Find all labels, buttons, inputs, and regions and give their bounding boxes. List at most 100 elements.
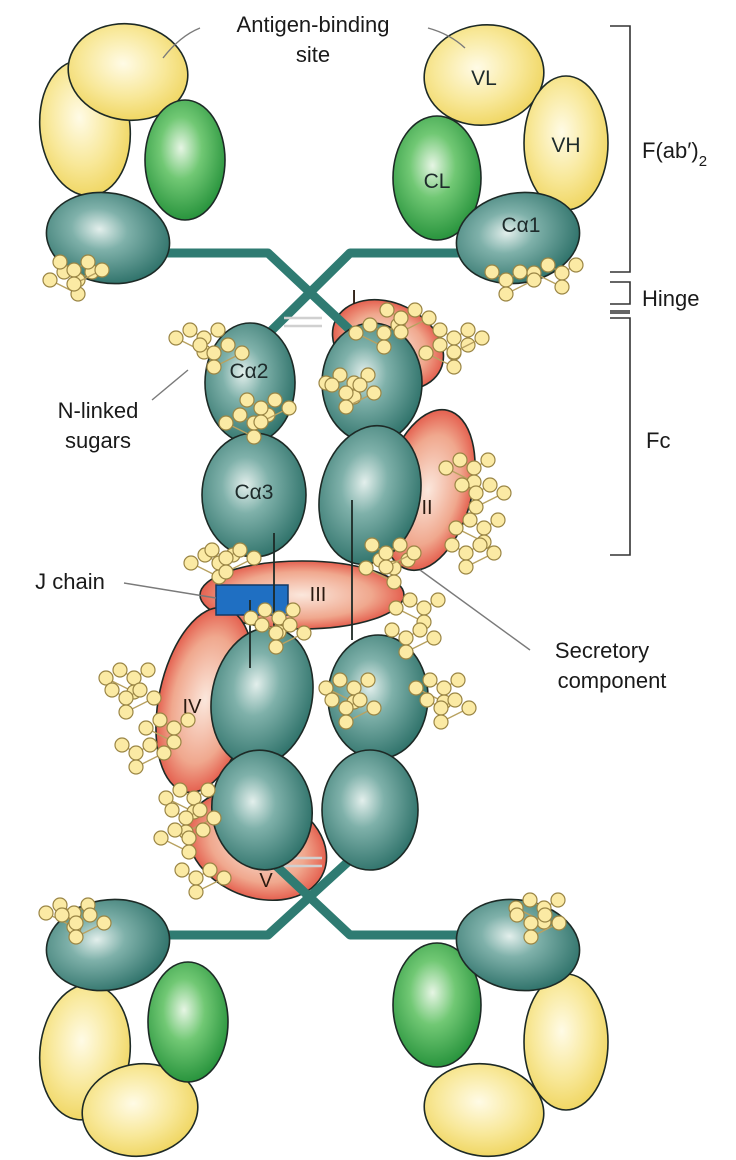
sugar-residue — [551, 893, 565, 907]
sugar-residue — [339, 400, 353, 414]
sugar-residue — [403, 593, 417, 607]
sugar-residue — [487, 546, 501, 560]
sugar-residue — [168, 823, 182, 837]
sugar-residue — [365, 538, 379, 552]
sugar-residue — [333, 673, 347, 687]
sugar-residue — [258, 603, 272, 617]
sugar-residue — [461, 323, 475, 337]
sugar-residue — [153, 713, 167, 727]
sugar-residue — [201, 783, 215, 797]
sugar-residue — [485, 265, 499, 279]
sugar-residue — [463, 513, 477, 527]
sugar-residue — [473, 538, 487, 552]
sugar-residue — [513, 265, 527, 279]
sugar-residue — [377, 340, 391, 354]
sugar-residue — [255, 618, 269, 632]
sugar-residue — [451, 673, 465, 687]
sugar-residue — [175, 863, 189, 877]
sugar-residue — [247, 551, 261, 565]
sugar-residue — [497, 486, 511, 500]
sugar-residue — [394, 311, 408, 325]
domain-label-ca2: Cα2 — [230, 360, 269, 383]
sugar-residue — [193, 338, 207, 352]
sugar-residue — [449, 521, 463, 535]
sugar-residue — [407, 546, 421, 560]
ca2-domain-lower-right — [322, 750, 418, 870]
sugar-residue — [445, 538, 459, 552]
sugar-residue — [325, 693, 339, 707]
sugar-residue — [377, 326, 391, 340]
segment-label-ii: II — [421, 497, 432, 519]
domain-label-ca3: Cα3 — [235, 481, 274, 504]
sugar-residue — [207, 346, 221, 360]
segment-label-iii: III — [310, 584, 327, 606]
secretory-component-label-2: component — [558, 668, 667, 693]
sugar-residue — [133, 683, 147, 697]
sugar-residue — [483, 478, 497, 492]
sugar-residue — [423, 673, 437, 687]
sugar-residue — [286, 603, 300, 617]
sugar-residue — [254, 415, 268, 429]
sugar-residue — [527, 273, 541, 287]
sugar-residue — [339, 701, 353, 715]
sugar-residue — [437, 681, 451, 695]
sugar-residue — [499, 273, 513, 287]
sugar-residue — [196, 823, 210, 837]
sugar-residue — [417, 601, 431, 615]
sugar-residue — [389, 601, 403, 615]
sugar-residue — [233, 408, 247, 422]
sugar-residue — [240, 393, 254, 407]
sugar-residue — [219, 551, 233, 565]
sugar-residue — [385, 623, 399, 637]
sugar-residue — [439, 461, 453, 475]
sugar-residue — [431, 593, 445, 607]
sugar-residue — [115, 738, 129, 752]
fc-upper: Cα2 Cα3 — [202, 323, 433, 574]
sugar-residue — [524, 930, 538, 944]
sugar-residue — [361, 673, 375, 687]
sugar-residue — [427, 631, 441, 645]
j-chain-label: J chain — [35, 569, 105, 594]
sugar-residue — [219, 565, 233, 579]
sugar-residue — [173, 783, 187, 797]
sugar-residue — [469, 486, 483, 500]
sugar-residue — [349, 326, 363, 340]
sugar-residue — [147, 691, 161, 705]
sugar-residue — [475, 331, 489, 345]
sugar-residue — [555, 280, 569, 294]
n-linked-sugars-label-2: sugars — [65, 428, 131, 453]
sugar-residue — [81, 255, 95, 269]
sugar-residue — [434, 701, 448, 715]
sugar-residue — [219, 416, 233, 430]
sugar-residue — [211, 323, 225, 337]
sugar-residue — [67, 277, 81, 291]
sugar-residue — [394, 325, 408, 339]
sugar-residue — [379, 560, 393, 574]
sugar-residue — [538, 908, 552, 922]
sugar-residue — [193, 803, 207, 817]
sugar-residue — [69, 916, 83, 930]
n-linked-sugars-label: N-linked — [58, 398, 139, 423]
domain-label-ca1: Cα1 — [502, 214, 541, 237]
sugar-residue — [207, 360, 221, 374]
sugar-residue — [462, 701, 476, 715]
sugar-residue — [459, 546, 473, 560]
sugar-residue — [268, 393, 282, 407]
sugar-residue — [447, 331, 461, 345]
sugar-residue — [254, 401, 268, 415]
sugar-residue — [269, 640, 283, 654]
domain-label-vh: VH — [551, 134, 580, 157]
fab2-bracket-label: F(ab′)2 — [642, 138, 707, 170]
sugar-residue — [154, 831, 168, 845]
sugar-residue — [399, 645, 413, 659]
sugar-residue — [182, 831, 196, 845]
sugar-residue — [97, 916, 111, 930]
sugar-residue — [353, 693, 367, 707]
sugar-residue — [207, 811, 221, 825]
sugar-residue — [283, 618, 297, 632]
segment-label-iv: IV — [183, 696, 203, 718]
sugar-residue — [105, 683, 119, 697]
sugar-residue — [469, 500, 483, 514]
sugar-residue — [235, 346, 249, 360]
fab-bottom-right — [393, 890, 608, 1160]
